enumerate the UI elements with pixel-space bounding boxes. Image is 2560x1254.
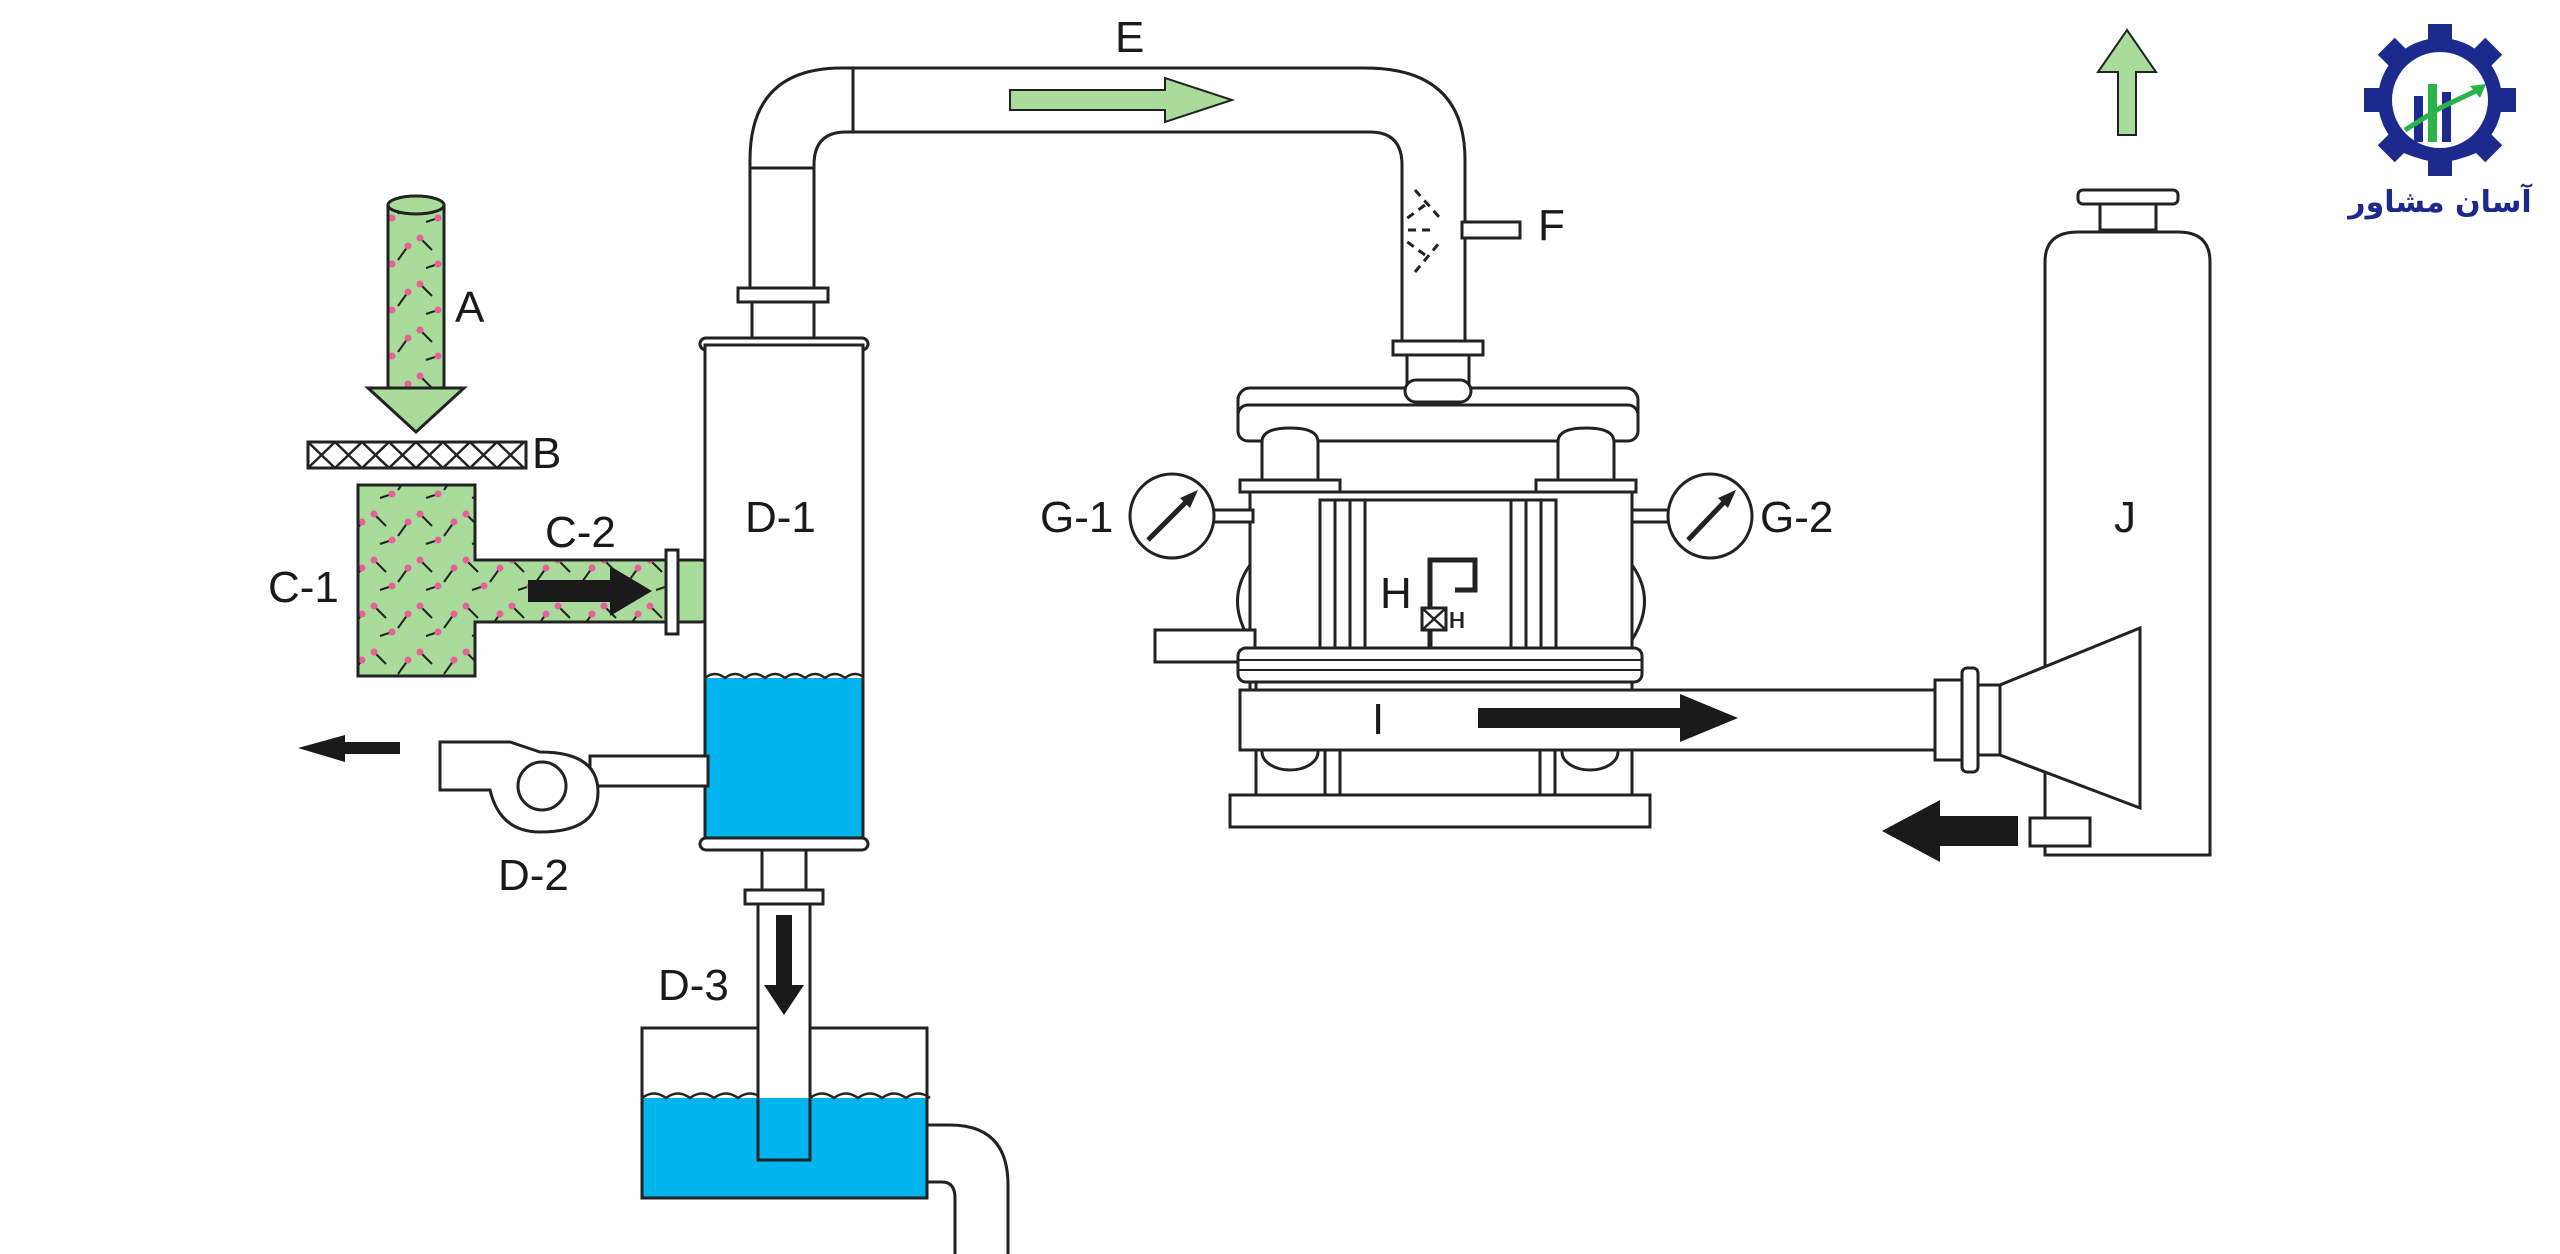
label-f: F: [1538, 201, 1565, 250]
drain-pump-d2: [298, 735, 710, 834]
label-c1: C-1: [268, 563, 339, 612]
label-b: B: [532, 429, 561, 478]
spray-nozzle-f: [1401, 189, 1522, 273]
label-d2: D-2: [498, 851, 569, 900]
feed-inlet-a: [364, 194, 468, 435]
label-j: J: [2114, 493, 2136, 542]
pressure-gauge-g2: [1630, 472, 1754, 560]
label-e: E: [1115, 13, 1144, 62]
label-a: A: [455, 283, 485, 332]
pipe-e: [748, 66, 1467, 345]
label-g1: G-1: [1040, 493, 1113, 542]
label-d3: D-3: [658, 961, 729, 1010]
brand-name: آسان مشاور: [2346, 183, 2532, 220]
valve-h: [1420, 557, 1478, 648]
drain-tank-d3: [640, 902, 1010, 1254]
label-g2: G-2: [1760, 493, 1833, 542]
screen-b: [306, 440, 528, 470]
gear-icon: [2364, 24, 2516, 176]
chart-bars-icon: [2401, 84, 2486, 161]
separator-j: [1882, 28, 2212, 862]
separator-d1: [698, 286, 870, 906]
label-d1: D-1: [745, 493, 816, 542]
label-i: I: [1372, 695, 1384, 744]
pressure-gauge-g1: [1128, 472, 1255, 560]
label-c2: C-2: [545, 508, 616, 557]
brand-logo: آسان مشاور: [2346, 24, 2532, 220]
label-h: H: [1380, 569, 1412, 618]
